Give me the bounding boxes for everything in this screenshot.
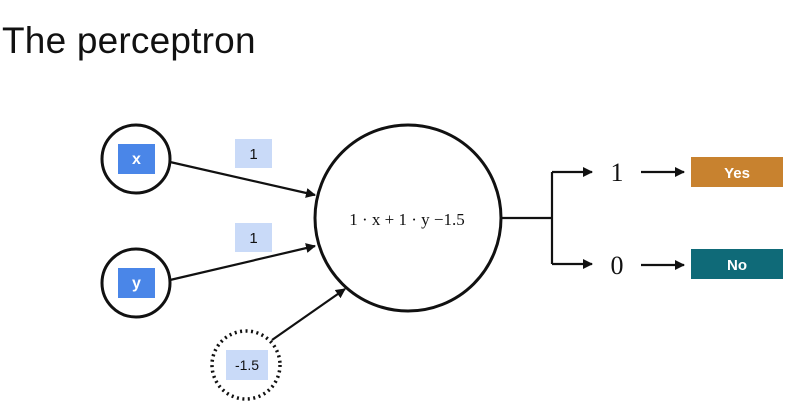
yes-box: Yes — [691, 157, 783, 187]
weight-box-y — [235, 223, 272, 252]
no-label: No — [727, 257, 747, 274]
bias-label: -1.5 — [235, 357, 259, 373]
input-label-y: y — [132, 275, 141, 292]
input-box-x — [118, 144, 155, 174]
arrow-y-to-neuron — [169, 243, 316, 282]
weight-label-x: 1 — [249, 146, 257, 163]
output-zero: 0 — [611, 251, 624, 280]
output-one: 1 — [611, 158, 624, 187]
input-node-y: y — [100, 247, 172, 319]
input-node-x: x — [100, 123, 172, 195]
arrow-bias-to-neuron — [271, 288, 346, 341]
arrow-x-to-neuron — [169, 160, 316, 198]
weight-x: 1 — [235, 139, 272, 168]
neuron-node: 1 · x + 1 · y −1.5 — [313, 123, 503, 313]
neuron-equation: 1 · x + 1 · y −1.5 — [349, 210, 465, 229]
weight-label-y: 1 — [249, 230, 257, 247]
weight-y: 1 — [235, 223, 272, 252]
weight-box-x — [235, 139, 272, 168]
page-title: The perceptron — [2, 20, 256, 61]
no-box: No — [691, 249, 783, 279]
input-label-x: x — [132, 151, 141, 168]
output-branch — [501, 172, 554, 264]
bias-box — [226, 350, 268, 380]
yes-label: Yes — [724, 165, 750, 182]
input-box-y — [118, 268, 155, 298]
bias-node: -1.5 — [210, 329, 282, 401]
